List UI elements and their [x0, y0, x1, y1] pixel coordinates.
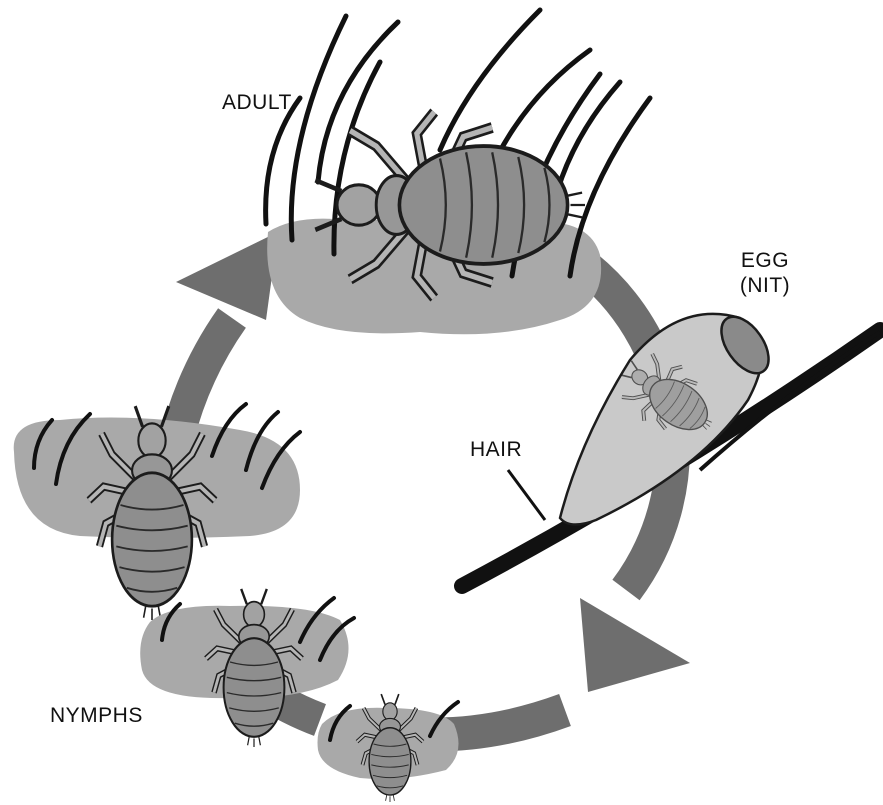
arrowhead-to-nymphs: [580, 598, 690, 692]
egg-label-line2: (NIT): [725, 273, 805, 298]
egg-label: EGG (NIT): [725, 248, 805, 298]
nymphs-label: NYMPHS: [50, 703, 143, 728]
adult-label: ADULT: [222, 90, 292, 115]
egg-label-line1: EGG: [725, 248, 805, 273]
hair-pointer-line: [508, 470, 545, 520]
hair-label: HAIR: [470, 437, 522, 462]
arrowhead-to-adult: [176, 232, 278, 320]
